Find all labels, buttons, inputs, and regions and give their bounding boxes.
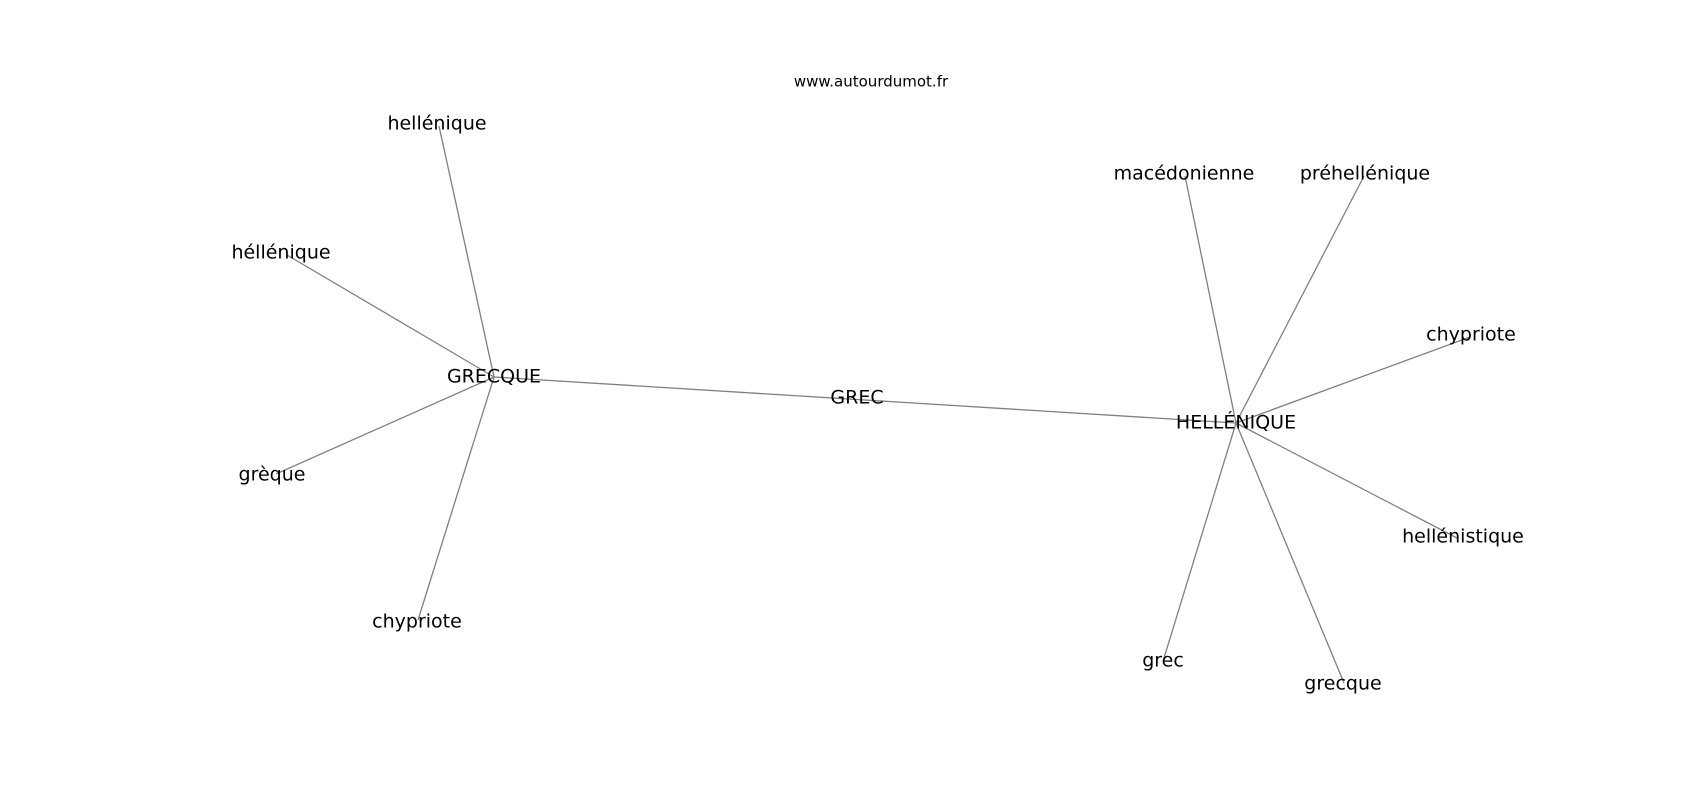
node-label-g-hellenique[interactable]: hellénique [387,113,486,135]
node-label-g-hhellenique[interactable]: héllénique [231,242,330,264]
graph-edges [275,125,1471,684]
edge-hellenique_hub-h_macedonienne [1184,175,1237,424]
node-label-h-grec[interactable]: grec [1142,650,1184,672]
node-label-h-grecque[interactable]: grecque [1304,673,1381,695]
edge-grecque_hub-g_greque [275,376,495,475]
edge-grecque_hub-g_hhellenique [286,254,495,378]
edge-hellenique_hub-h_prehellenique [1235,175,1365,424]
node-label-h-hellenistique[interactable]: hellénistique [1402,526,1524,548]
watermark-text: www.autourdumot.fr [794,73,949,91]
edge-hellenique_hub-h_grecque [1235,422,1345,684]
edge-hellenique_hub-h_hellenistique [1235,422,1458,539]
edge-grecque_hub-g_hellenique [438,125,495,378]
node-label-g-chypriote[interactable]: chypriote [372,611,462,633]
node-label-g-greque[interactable]: grèque [239,464,306,486]
edge-grecque_hub-g_chypriote [417,376,495,621]
node-label-grec[interactable]: GREC [830,387,883,409]
node-label-hellenique-hub[interactable]: HELLÉNIQUE [1176,411,1296,434]
node-label-h-chypriote[interactable]: chypriote [1426,324,1516,346]
node-label-h-macedonienne[interactable]: macédonienne [1114,163,1255,185]
edge-hellenique_hub-h_chypriote [1235,336,1471,424]
node-label-grecque-hub[interactable]: GRECQUE [447,366,541,388]
edge-hellenique_hub-h_grec [1163,422,1237,659]
graph-nodes: GREC GRECQUE HELLÉNIQUE hellénique hélléniqu… [231,113,1523,695]
node-label-h-prehellenique[interactable]: préhellénique [1300,163,1430,185]
edge-grecque_hub-hellenique_hub [493,376,1237,424]
